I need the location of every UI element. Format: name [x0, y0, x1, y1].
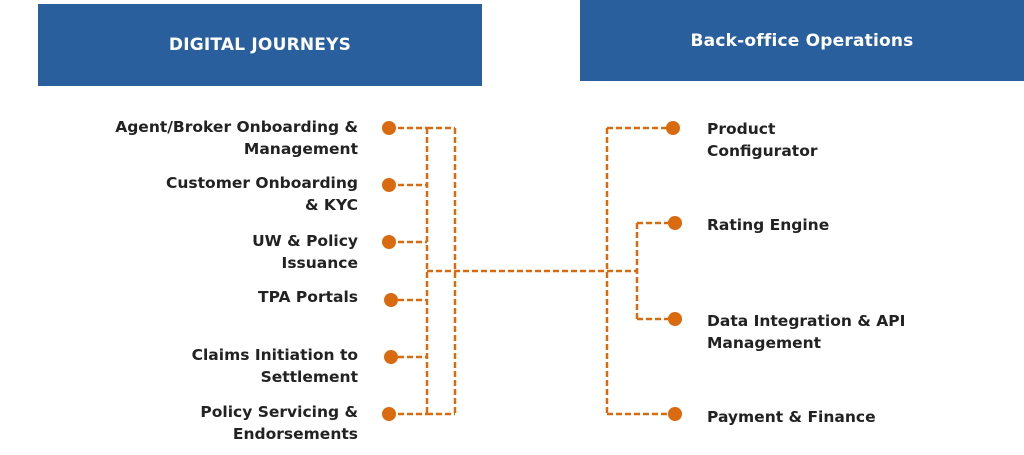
digital-journeys-header: DIGITAL JOURNEYS — [38, 4, 482, 86]
right-item-line1: Product — [707, 120, 776, 138]
left-item-policy-servicing: Policy Servicing & Endorsements — [58, 401, 358, 445]
right-item-product-configurator: Product Configurator — [707, 118, 1007, 162]
left-item-line2: Management — [243, 140, 358, 158]
left-item-line1: UW & Policy — [252, 232, 358, 250]
right-item-data-integration: Data Integration & API Management — [707, 310, 1007, 354]
left-item-claims-initiation: Claims Initiation to Settlement — [58, 344, 358, 388]
back-office-operations-title: Back-office Operations — [690, 30, 914, 51]
left-item-line2: Settlement — [260, 368, 358, 386]
right-item-line1: Payment & Finance — [707, 408, 876, 426]
left-item-agent-broker-onboarding: Agent/Broker Onboarding & Management — [58, 116, 358, 160]
connector-dots — [382, 121, 682, 421]
connector-dot — [382, 121, 396, 135]
connector-lines — [389, 126, 673, 416]
right-item-line1: Data Integration & API — [707, 312, 906, 330]
left-item-line1: TPA Portals — [258, 288, 358, 306]
connector-dot — [382, 407, 396, 421]
right-item-rating-engine: Rating Engine — [707, 214, 1007, 236]
right-item-line1: Rating Engine — [707, 216, 830, 234]
left-item-line2: Issuance — [281, 254, 358, 272]
connector-dot — [384, 350, 398, 364]
connector-dot — [666, 121, 680, 135]
left-item-line1: Customer Onboarding — [166, 174, 358, 192]
digital-journeys-title: DIGITAL JOURNEYS — [168, 35, 352, 55]
right-item-payment-finance: Payment & Finance — [707, 406, 1007, 428]
left-item-customer-onboarding: Customer Onboarding & KYC — [58, 172, 358, 216]
left-item-tpa-portals: TPA Portals — [58, 286, 358, 308]
connector-dot — [382, 235, 396, 249]
left-item-line1: Claims Initiation to — [191, 346, 358, 364]
left-item-line1: Agent/Broker Onboarding & — [115, 118, 358, 136]
left-item-line2: Endorsements — [232, 425, 358, 443]
left-item-uw-policy-issuance: UW & Policy Issuance — [58, 230, 358, 274]
right-item-line2: Configurator — [707, 142, 818, 160]
connector-dot — [384, 293, 398, 307]
left-item-line2: & KYC — [305, 196, 358, 214]
left-item-line1: Policy Servicing & — [200, 403, 358, 421]
connector-dot — [668, 312, 682, 326]
connector-dot — [668, 407, 682, 421]
connector-dot — [382, 178, 396, 192]
right-item-line2: Management — [707, 334, 822, 352]
connector-dot — [668, 216, 682, 230]
back-office-operations-header: Back-office Operations — [580, 0, 1024, 81]
